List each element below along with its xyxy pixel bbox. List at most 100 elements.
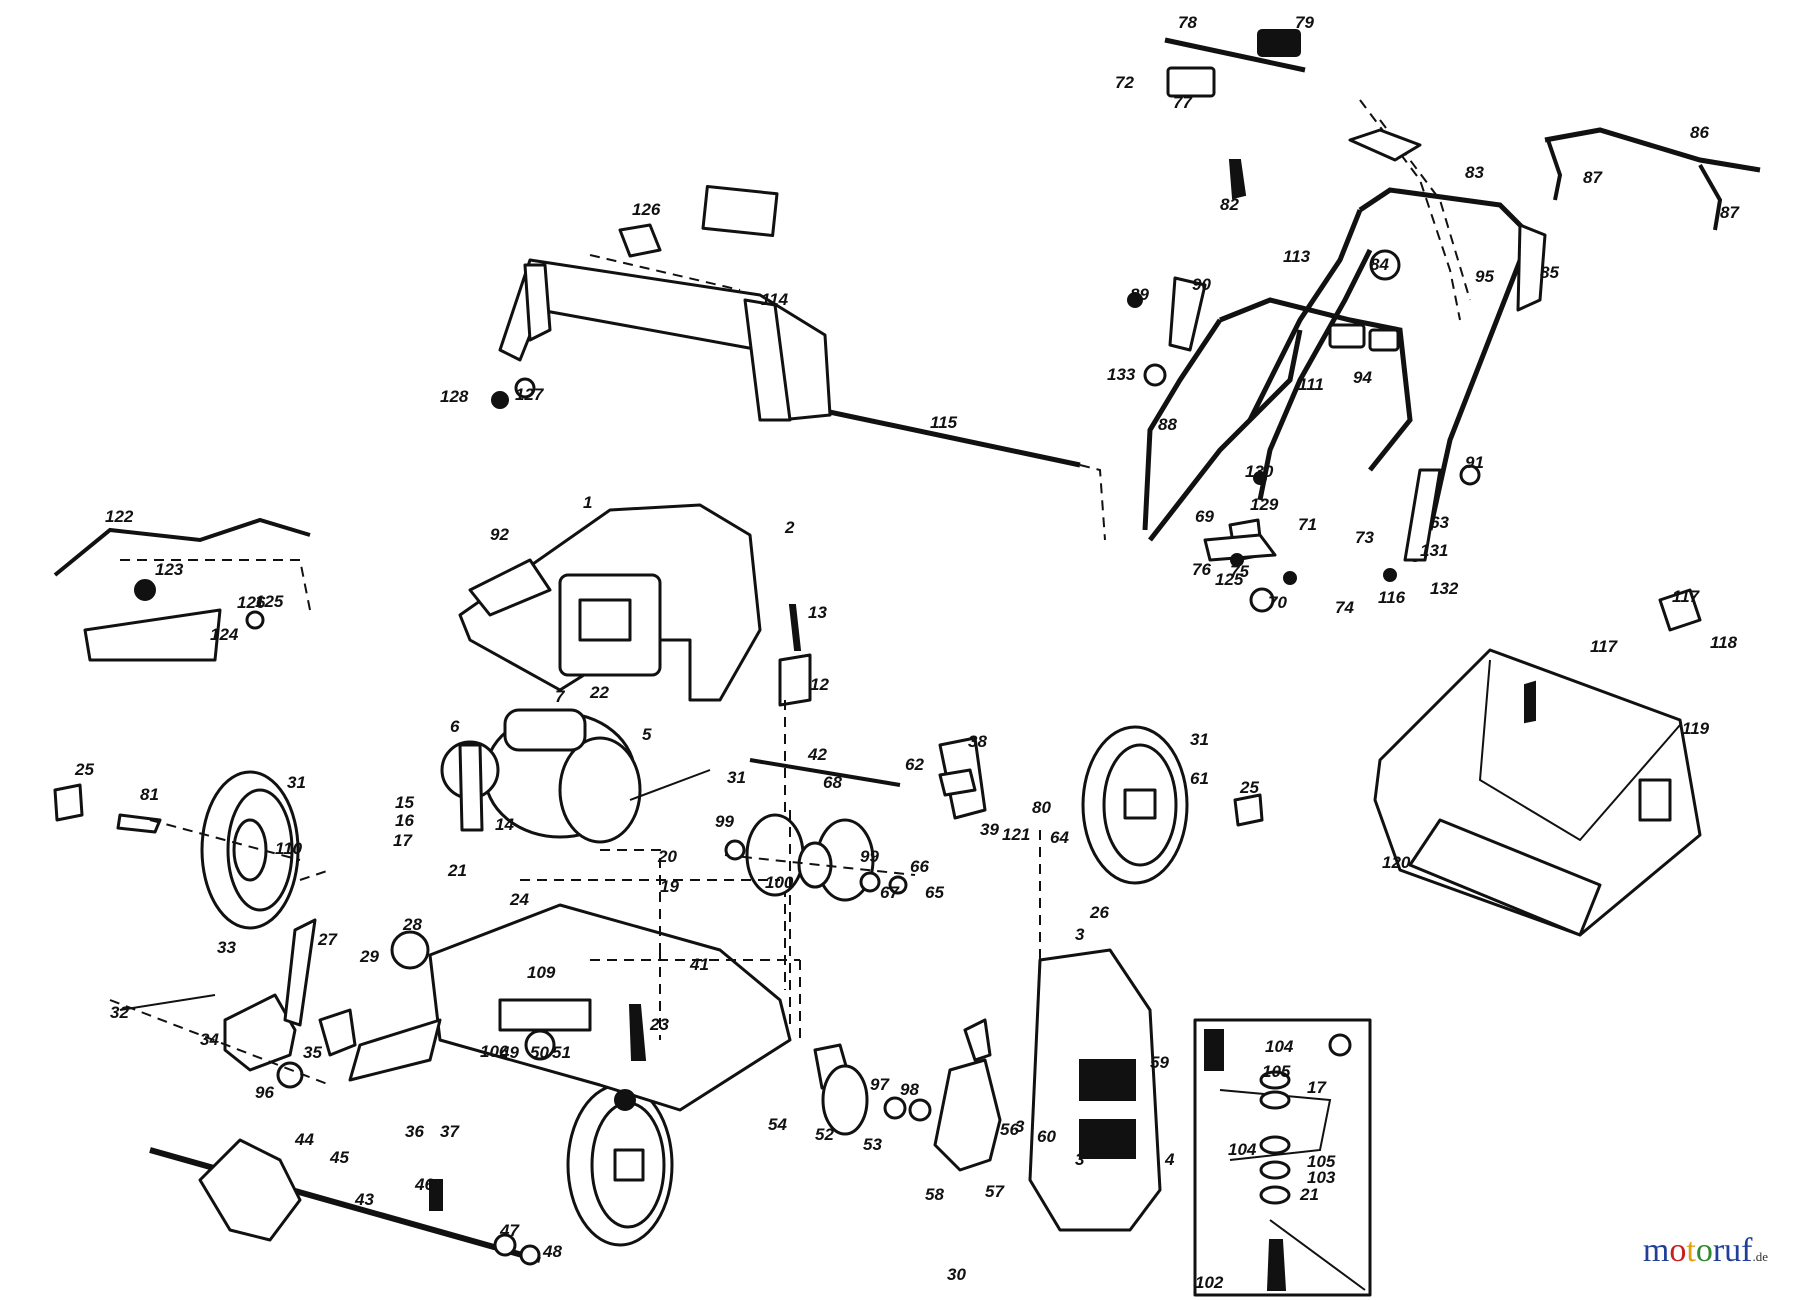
part-number-3: 3 xyxy=(1075,1150,1085,1169)
part-number-70: 70 xyxy=(1268,593,1287,612)
motor-hood xyxy=(458,503,762,702)
part-number-115: 115 xyxy=(930,413,958,432)
part-number-34: 34 xyxy=(200,1030,219,1049)
inset-detail xyxy=(1193,1018,1372,1297)
part-number-67: 67 xyxy=(880,883,900,902)
part-number-97: 97 xyxy=(870,1075,890,1094)
part-number-123: 123 xyxy=(155,560,184,579)
part-number-132: 132 xyxy=(1430,579,1459,598)
part-number-46: 46 xyxy=(414,1175,434,1194)
part-number-32: 32 xyxy=(110,1003,129,1022)
part-number-52: 52 xyxy=(815,1125,834,1144)
part-number-4: 4 xyxy=(1164,1150,1175,1169)
part-number-62: 62 xyxy=(905,755,924,774)
part-number-109: 109 xyxy=(527,963,556,982)
part-number-38: 38 xyxy=(968,732,987,751)
part-number-117: 117 xyxy=(1590,637,1619,656)
part-number-21: 21 xyxy=(447,861,467,880)
part-number-35: 35 xyxy=(303,1043,322,1062)
part-number-120: 120 xyxy=(1382,853,1411,872)
part-number-1: 1 xyxy=(583,493,592,512)
part-number-73: 73 xyxy=(1355,528,1374,547)
part-number-30: 30 xyxy=(947,1265,966,1284)
part-number-14: 14 xyxy=(495,815,514,834)
part-number-37: 37 xyxy=(440,1122,460,1141)
part-number-102: 102 xyxy=(1195,1273,1224,1292)
wheel-left-rear xyxy=(200,770,300,930)
rear-flap xyxy=(491,184,832,422)
part-number-7: 7 xyxy=(555,687,566,706)
part-number-92: 92 xyxy=(490,525,509,544)
part-number-69: 69 xyxy=(1195,507,1214,526)
part-number-118: 118 xyxy=(1710,633,1738,652)
part-number-126: 126 xyxy=(632,200,661,219)
part-number-41: 41 xyxy=(689,955,709,974)
part-number-17: 17 xyxy=(393,831,413,850)
motor xyxy=(440,708,711,844)
part-number-133: 133 xyxy=(1107,365,1136,384)
part-number-77: 77 xyxy=(1173,93,1193,112)
part-number-105: 105 xyxy=(1307,1152,1336,1171)
part-number-119: 119 xyxy=(1682,719,1710,738)
part-number-24: 24 xyxy=(509,890,529,909)
part-number-56: 56 xyxy=(1000,1120,1019,1139)
part-number-79: 79 xyxy=(1295,13,1314,32)
part-number-27: 27 xyxy=(317,930,338,949)
part-number-114: 114 xyxy=(761,290,789,309)
part-number-129: 129 xyxy=(1250,495,1279,514)
part-number-28: 28 xyxy=(402,915,422,934)
part-number-83: 83 xyxy=(1465,163,1484,182)
part-number-33: 33 xyxy=(217,938,236,957)
rear-guard xyxy=(53,517,311,662)
part-number-15: 15 xyxy=(395,793,414,812)
part-number-100: 100 xyxy=(765,873,794,892)
part-number-42: 42 xyxy=(807,745,827,764)
part-number-22: 22 xyxy=(589,683,609,702)
part-number-3: 3 xyxy=(1075,925,1085,944)
watermark-logo: motoruf.de xyxy=(1642,1232,1768,1269)
bracket xyxy=(778,653,812,707)
part-number-43: 43 xyxy=(354,1190,374,1209)
part-number-86: 86 xyxy=(1690,123,1709,142)
part-number-31: 31 xyxy=(727,768,746,787)
part-number-49: 49 xyxy=(499,1043,519,1062)
part-number-110: 110 xyxy=(275,839,303,858)
part-number-12: 12 xyxy=(810,675,829,694)
part-number-36: 36 xyxy=(405,1122,424,1141)
rod xyxy=(819,407,1081,468)
part-number-48: 48 xyxy=(542,1242,562,1261)
part-number-80: 80 xyxy=(1032,798,1051,817)
part-number-17: 17 xyxy=(1307,1078,1327,1097)
part-number-75: 75 xyxy=(1230,562,1249,581)
part-number-66: 66 xyxy=(910,857,929,876)
part-number-128: 128 xyxy=(440,387,469,406)
part-number-122: 122 xyxy=(105,507,134,526)
part-number-19: 19 xyxy=(660,877,679,896)
part-number-91: 91 xyxy=(1465,453,1484,472)
part-number-126: 126 xyxy=(237,593,266,612)
part-number-125: 125 xyxy=(1215,570,1244,589)
part-number-72: 72 xyxy=(1115,73,1134,92)
part-number-99: 99 xyxy=(715,812,734,831)
part-number-131: 131 xyxy=(1420,541,1448,560)
part-number-29: 29 xyxy=(359,947,379,966)
part-number-13: 13 xyxy=(808,603,827,622)
part-number-124: 124 xyxy=(210,625,239,644)
part-number-59: 59 xyxy=(1150,1053,1169,1072)
part-number-81: 81 xyxy=(140,785,159,804)
part-number-65: 65 xyxy=(925,883,944,902)
part-number-23: 23 xyxy=(649,1015,669,1034)
part-number-104: 104 xyxy=(1265,1037,1294,1056)
part-number-51: 51 xyxy=(552,1043,571,1062)
part-number-50: 50 xyxy=(530,1043,549,1062)
part-number-31: 31 xyxy=(287,773,306,792)
part-number-104: 104 xyxy=(1228,1140,1257,1159)
part-number-85: 85 xyxy=(1540,263,1559,282)
part-number-94: 94 xyxy=(1353,368,1372,387)
part-number-78: 78 xyxy=(1178,13,1197,32)
part-number-95: 95 xyxy=(1475,267,1494,286)
part-number-74: 74 xyxy=(1335,598,1354,617)
part-number-88: 88 xyxy=(1158,415,1177,434)
part-number-63: 63 xyxy=(1430,513,1449,532)
